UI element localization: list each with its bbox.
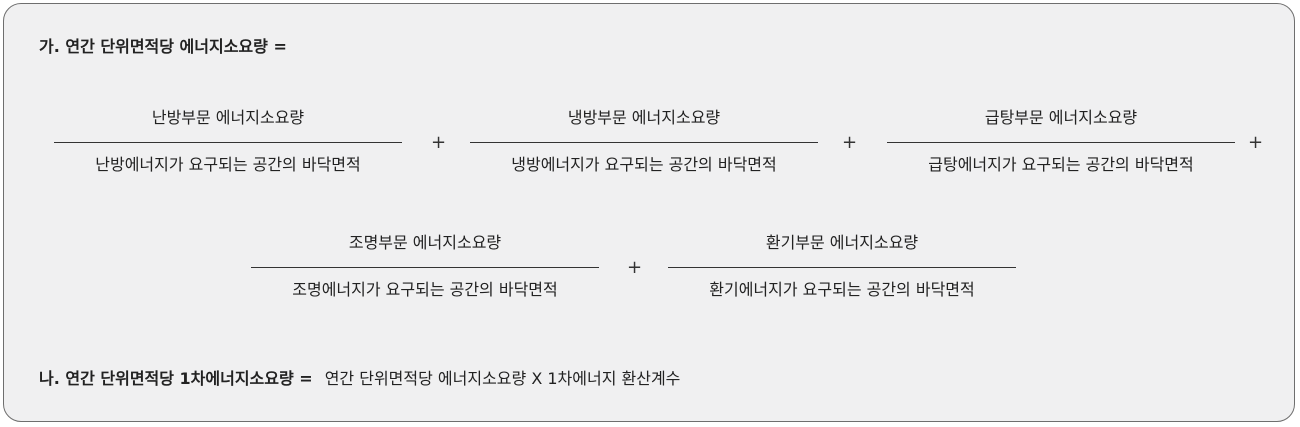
lighting-fraction: 조명부문 에너지소요량 조명에너지가 요구되는 공간의 바닥면적 <box>251 233 599 300</box>
plus-operator: + <box>842 132 858 153</box>
section-b-label: 나. 연간 단위면적당 1차에너지소요량 = <box>39 369 313 388</box>
plus-operator: + <box>431 132 447 153</box>
hot-water-numerator: 급탕부문 에너지소요량 <box>984 108 1138 127</box>
plus-operator: + <box>1248 132 1264 153</box>
cooling-fraction: 냉방부문 에너지소요량 냉방에너지가 요구되는 공간의 바닥면적 <box>470 108 818 175</box>
plus-operator: + <box>627 257 643 278</box>
ventilation-numerator: 환기부문 에너지소요량 <box>765 233 919 252</box>
ventilation-denominator: 환기에너지가 요구되는 공간의 바닥면적 <box>709 280 975 299</box>
cooling-numerator: 냉방부문 에너지소요량 <box>567 108 721 127</box>
heating-fraction: 난방부문 에너지소요량 난방에너지가 요구되는 공간의 바닥면적 <box>54 108 402 175</box>
hot-water-denominator: 급탕에너지가 요구되는 공간의 바닥면적 <box>928 155 1194 174</box>
heating-numerator: 난방부문 에너지소요량 <box>151 108 305 127</box>
formula-panel <box>3 3 1295 422</box>
hot-water-fraction: 급탕부문 에너지소요량 급탕에너지가 요구되는 공간의 바닥면적 <box>887 108 1235 175</box>
section-b-heading: 나. 연간 단위면적당 1차에너지소요량 = 연간 단위면적당 에너지소요량 X … <box>39 369 680 389</box>
lighting-denominator: 조명에너지가 요구되는 공간의 바닥면적 <box>292 280 558 299</box>
section-b-expression: 연간 단위면적당 에너지소요량 X 1차에너지 환산계수 <box>324 369 681 388</box>
ventilation-fraction: 환기부문 에너지소요량 환기에너지가 요구되는 공간의 바닥면적 <box>668 233 1016 300</box>
cooling-denominator: 냉방에너지가 요구되는 공간의 바닥면적 <box>511 155 777 174</box>
fraction-bar <box>54 142 402 143</box>
fraction-bar <box>470 142 818 143</box>
heating-denominator: 난방에너지가 요구되는 공간의 바닥면적 <box>95 155 361 174</box>
fraction-bar <box>887 142 1235 143</box>
lighting-numerator: 조명부문 에너지소요량 <box>348 233 502 252</box>
section-a-heading: 가. 연간 단위면적당 에너지소요량 = <box>39 37 287 56</box>
fraction-bar <box>251 267 599 268</box>
fraction-bar <box>668 267 1016 268</box>
